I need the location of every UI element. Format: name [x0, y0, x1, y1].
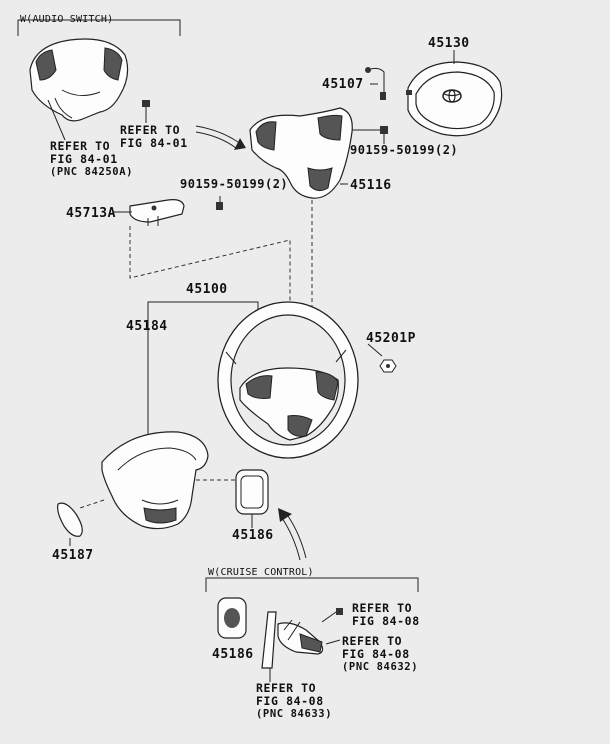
- part-label-90159-b[interactable]: 90159-50199(2): [180, 177, 289, 191]
- ref-fig-84-08-pnc-84633[interactable]: REFER TO FIG 84-08 (PNC 84633): [256, 682, 332, 721]
- ref-line: FIG 84-01: [50, 152, 118, 166]
- ref-fig-84-08[interactable]: REFER TO FIG 84-08: [352, 602, 420, 628]
- ref-line: FIG 84-08: [352, 614, 420, 628]
- part-label-90159-a[interactable]: 90159-50199(2): [350, 143, 459, 157]
- group-bracket-45100: [147, 301, 259, 316]
- part-label-45116[interactable]: 45116: [350, 178, 392, 193]
- nut-icon: [379, 359, 397, 373]
- part-label-45186[interactable]: 45186: [232, 528, 274, 543]
- part-label-45186-cruise[interactable]: 45186: [212, 647, 254, 662]
- ref-line: REFER TO: [342, 634, 403, 648]
- screw-icon: [142, 100, 150, 107]
- part-label-45187[interactable]: 45187: [52, 548, 94, 563]
- screw-icon: [380, 126, 388, 134]
- part-label-45130[interactable]: 45130: [428, 36, 470, 51]
- ref-line: (PNC 84632): [342, 661, 419, 673]
- part-label-45201p[interactable]: 45201P: [366, 331, 416, 346]
- ref-line: (PNC 84633): [256, 708, 333, 720]
- ref-line: REFER TO: [256, 681, 317, 695]
- pointer-arrow: [195, 125, 239, 143]
- ref-line: REFER TO: [50, 139, 111, 153]
- callout-audio-switch: W(AUDIO SWITCH): [20, 14, 114, 25]
- audio-switch-box: [17, 19, 181, 36]
- part-label-45100[interactable]: 45100: [186, 282, 228, 297]
- steering-wheel: [217, 301, 359, 459]
- screw-icon: [216, 202, 223, 210]
- part-label-45713a[interactable]: 45713A: [66, 206, 116, 221]
- cruise-switch: [261, 611, 324, 669]
- callout-cruise-control: W(CRUISE CONTROL): [208, 567, 314, 578]
- cover-45186-cruise: [217, 597, 247, 639]
- ref-line: REFER TO: [352, 601, 413, 615]
- part-label-45107[interactable]: 45107: [322, 77, 364, 92]
- cover-45186: [235, 469, 269, 515]
- ref-fig-84-01-pnc[interactable]: REFER TO FIG 84-01 (PNC 84250A): [50, 140, 133, 179]
- ref-line: (PNC 84250A): [50, 166, 134, 178]
- ref-line: FIG 84-01: [120, 136, 188, 150]
- toyota-emblem-icon: [442, 89, 462, 103]
- screw-icon: [336, 608, 343, 615]
- ref-fig-84-01[interactable]: REFER TO FIG 84-01: [120, 124, 188, 150]
- audio-switch-pad: [29, 38, 129, 122]
- part-45107-clip: [365, 67, 386, 100]
- ref-line: FIG 84-08: [342, 647, 410, 661]
- lower-cover-45184: [101, 431, 209, 530]
- part-label-45184[interactable]: 45184: [126, 319, 168, 334]
- pointer-arrow: [281, 517, 301, 561]
- cover-45187: [57, 502, 83, 537]
- ref-line: REFER TO: [120, 123, 181, 137]
- airbag-45130: [406, 61, 503, 137]
- bracket-45713a: [129, 199, 185, 226]
- ref-fig-84-08-pnc-84632[interactable]: REFER TO FIG 84-08 (PNC 84632): [342, 635, 418, 674]
- ref-line: FIG 84-08: [256, 694, 324, 708]
- cruise-control-box: [205, 577, 419, 592]
- garnish-45116: [249, 107, 353, 199]
